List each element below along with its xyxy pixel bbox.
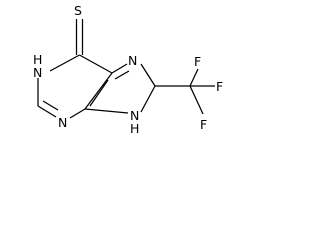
- bond-n7-c8: [140, 63, 156, 87]
- atom-fluorine-bottom: F: [200, 117, 207, 132]
- atom-n9-h: H: [130, 121, 139, 136]
- bond-c2-n3-b: [42, 100, 59, 111]
- bond-c6-n1: [49, 54, 80, 72]
- molecule-structure: S H N N N N H F F F: [33, 3, 223, 136]
- atom-n9: N: [130, 108, 139, 123]
- atom-n1-h: H: [33, 52, 42, 67]
- bond-c-f-bottom: [189, 85, 204, 115]
- bond-c4-c5-b: [89, 79, 109, 107]
- bond-c8-n9: [140, 85, 156, 113]
- atom-n3: N: [58, 115, 67, 130]
- atom-n1: N: [33, 65, 42, 80]
- atom-fluorine-right: F: [216, 79, 223, 94]
- atom-fluorine-top: F: [194, 54, 201, 69]
- bond-c5-n7-b: [114, 70, 130, 80]
- bond-c5-n7-a: [111, 63, 128, 74]
- bond-n9-c4: [84, 108, 129, 114]
- bond-c-f-top: [189, 68, 199, 87]
- atom-sulfur: S: [74, 3, 82, 18]
- bond-n3-c4: [69, 108, 86, 119]
- bond-c4-c5-a: [84, 72, 113, 110]
- bond-c2-n3-a: [37, 105, 57, 118]
- bond-c5-c6: [79, 54, 113, 74]
- atom-n7: N: [128, 53, 137, 68]
